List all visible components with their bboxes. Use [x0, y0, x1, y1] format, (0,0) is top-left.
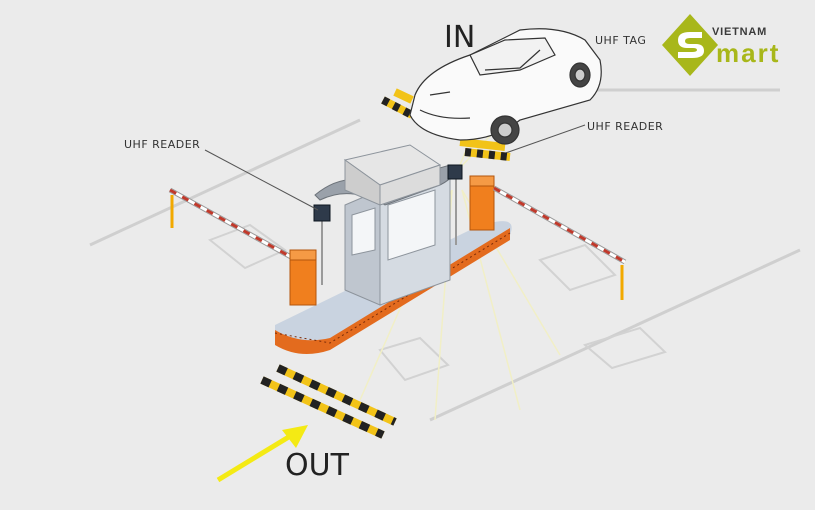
label-in: IN: [444, 20, 476, 55]
parking-slots: [208, 223, 667, 382]
uhf-reader-right: [447, 124, 586, 245]
toll-booth: [314, 144, 454, 306]
brand-name-top: VIETNAM: [712, 26, 768, 38]
label-uhf-tag: UHF TAG: [595, 34, 647, 47]
label-out: OUT: [285, 448, 349, 483]
uhf-reader-left: [204, 149, 331, 285]
label-uhf-reader-left: UHF READER: [124, 138, 201, 151]
barrier-gate-right: [469, 175, 627, 300]
brand-logo: VIETNAM mart: [660, 12, 810, 78]
car-illustration: [409, 28, 602, 145]
speed-bumps-in: [381, 88, 511, 161]
brand-name-bottom: mart: [716, 38, 781, 68]
speed-bumps-out: [260, 364, 397, 439]
barrier-gate-left: [168, 187, 317, 306]
brand-diamond-icon: [662, 14, 718, 76]
entry-arrow: [216, 425, 308, 483]
label-uhf-reader-right: UHF READER: [587, 120, 664, 133]
